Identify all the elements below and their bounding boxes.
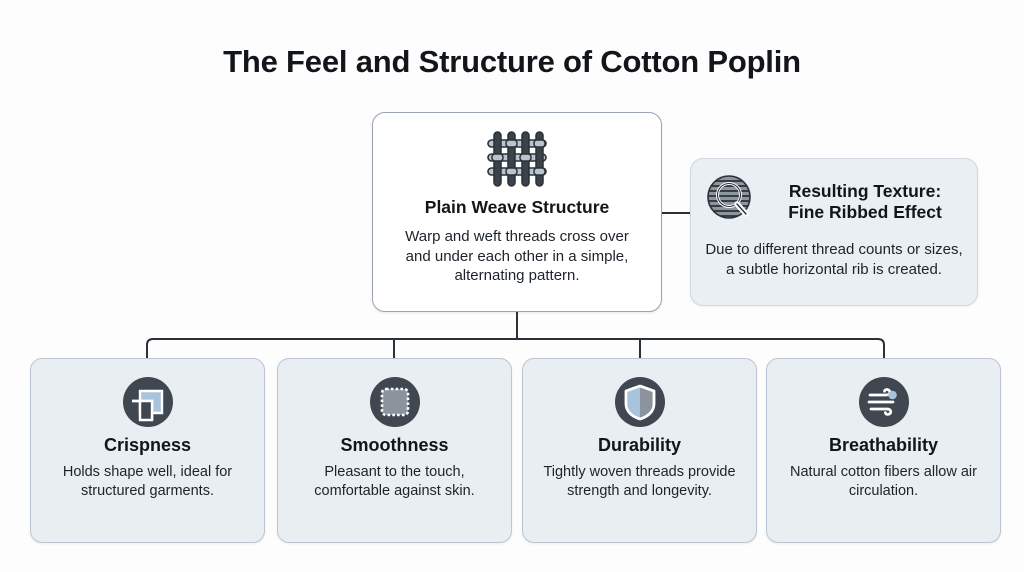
magnifier-ribbed-texture-icon	[705, 173, 757, 230]
node-title: Smoothness	[340, 435, 449, 455]
node-description: Pleasant to the touch, comfortable again…	[314, 464, 475, 499]
node-title: Breathability	[828, 435, 939, 455]
node-smoothness[interactable]: Smoothness Pleasant to the touch, comfor…	[277, 358, 512, 543]
wind-icon	[767, 373, 1000, 431]
node-title: Crispness	[103, 435, 192, 455]
node-description: Due to different thread counts or sizes,…	[705, 241, 963, 278]
shield-icon	[523, 373, 756, 431]
node-title-line1: Resulting Texture:	[788, 180, 942, 201]
node-title-line2: Fine Ribbed Effect	[788, 201, 942, 222]
connector-bus	[146, 338, 885, 358]
node-resulting-texture[interactable]: Resulting Texture: Fine Ribbed Effect Du…	[690, 158, 978, 306]
node-breathability[interactable]: Breathability Natural cotton fibers allo…	[766, 358, 1001, 543]
node-title: Plain Weave Structure	[424, 197, 610, 217]
scalloped-square-icon	[278, 373, 511, 431]
node-crispness[interactable]: Crispness Holds shape well, ideal for st…	[30, 358, 265, 543]
page-title: The Feel and Structure of Cotton Poplin	[223, 44, 801, 79]
folded-corner-icon	[31, 373, 264, 431]
node-description: Tightly woven threads provide strength a…	[543, 464, 736, 499]
node-durability[interactable]: Durability Tightly woven threads provide…	[522, 358, 757, 543]
node-description: Holds shape well, ideal for structured g…	[62, 464, 233, 499]
plain-weave-icon	[373, 129, 661, 191]
node-description: Natural cotton fibers allow air circulat…	[790, 464, 977, 499]
node-plain-weave-structure[interactable]: Plain Weave Structure Warp and weft thre…	[372, 112, 662, 312]
node-description: Warp and weft threads cross over and und…	[405, 228, 629, 284]
node-title: Durability	[597, 435, 681, 455]
